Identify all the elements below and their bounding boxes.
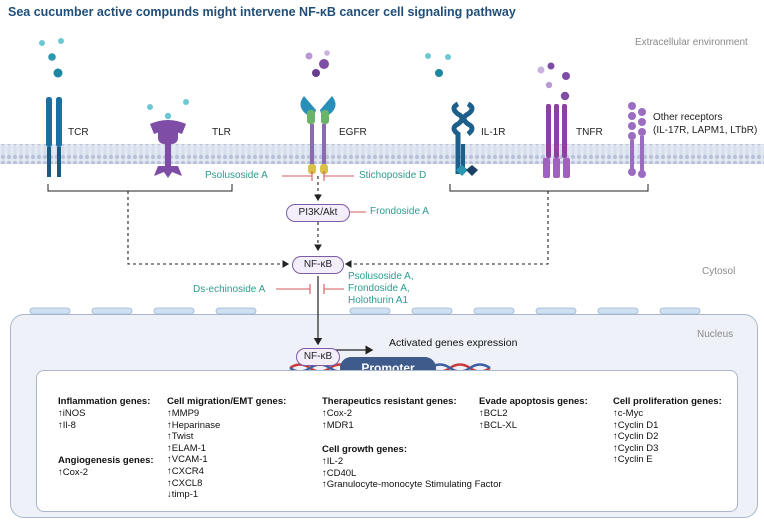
region-label-extracellular: Extracellular environment — [635, 37, 748, 48]
region-label-nucleus: Nucleus — [697, 329, 734, 340]
gene-item: ↑CXCR4 — [167, 465, 204, 477]
gene-item: ↑MMP9 — [167, 408, 200, 419]
growth-genes-list: ↑IL-2 ↑CD40L ↑Granulocyte-monocyte Stimu… — [322, 456, 502, 491]
gene-item: ↓timp-1 — [167, 489, 199, 501]
tnfr-label: TNFR — [576, 127, 603, 138]
gene-item: ↑Cox-2 — [322, 408, 353, 419]
compound-psolusoside-a: Psolusoside A — [205, 170, 268, 181]
left-receptor-bracket — [47, 184, 233, 192]
region-label-cytosol: Cytosol — [702, 266, 736, 277]
gene-item: ↑BCL2 — [479, 408, 508, 419]
apoptosis-genes-title: Evade apoptosis genes: — [479, 396, 588, 407]
gene-item: ↑VCAM-1 — [167, 454, 208, 466]
il1r-receptor-icon — [451, 101, 478, 176]
gene-item: ↑IL-2 — [322, 456, 344, 467]
other-receptors-label: Other receptors — [653, 112, 723, 123]
tlr-label: TLR — [212, 127, 231, 138]
compound-list-line-2: Frondoside A, — [348, 283, 410, 294]
proliferation-genes-title: Cell proliferation genes: — [613, 396, 722, 407]
angiogenesis-genes-list: ↑Cox-2 — [58, 467, 88, 479]
inflammation-genes-list: ↑iNOS ↑Il-8 — [58, 408, 85, 431]
apoptosis-genes-list: ↑BCL2 ↑BCL-XL — [479, 408, 517, 431]
compound-ds-echinoside-a: Ds-echinoside A — [193, 284, 266, 295]
activated-genes-label: Activated genes expression — [389, 337, 518, 349]
tcr-receptor-icon — [46, 97, 62, 177]
angiogenesis-genes-title: Angiogenesis genes: — [58, 455, 154, 466]
inflammation-genes-title: Inflammation genes: — [58, 396, 151, 407]
right-receptor-bracket — [449, 184, 649, 192]
il1r-label: IL-1R — [481, 127, 506, 138]
gene-item: ↑CD40L — [322, 467, 357, 479]
other-receptors-examples: (IL-17R, LAPM1, LTbR) — [653, 125, 758, 136]
egfr-label: EGFR — [339, 127, 367, 138]
gene-item: ↑c-Myc — [613, 408, 644, 419]
compound-list-line-3: Holothurin A1 — [348, 295, 409, 306]
gene-item: ↑Cyclin D1 — [613, 419, 659, 431]
gene-item: ↑Granulocyte-monocyte Stimulating Factor — [322, 479, 502, 491]
gene-item: ↑CXCL8 — [167, 477, 203, 489]
egfr-ligands-icon — [305, 50, 330, 77]
nfkb-node: NF-κB — [292, 256, 344, 274]
proliferation-genes-list: ↑c-Myc ↑Cyclin D1 ↑Cyclin D2 ↑Cyclin D3 … — [613, 408, 658, 466]
nuclear-envelope-pores — [29, 307, 701, 315]
other-receptors-icon — [628, 102, 646, 178]
right-to-nfkb-arrow — [344, 191, 549, 268]
compound-list-line-1: Psolusoside A, — [348, 271, 414, 282]
gene-item: ↑iNOS — [58, 408, 86, 419]
gene-item: ↑Heparinase — [167, 419, 221, 431]
gene-item: ↑Cyclin D2 — [613, 431, 659, 443]
plasma-membrane — [0, 144, 764, 164]
il1r-ligands-icon — [425, 53, 451, 77]
gene-item: ↑Cyclin E — [613, 454, 653, 466]
gene-item: ↑Cox-2 — [58, 467, 89, 478]
migration-genes-title: Cell migration/EMT genes: — [167, 396, 287, 407]
pi3k-akt-node: PI3K/Akt — [286, 204, 350, 222]
left-to-nfkb-arrow — [127, 191, 290, 268]
target-genes-panel — [36, 370, 738, 512]
tcr-ligands-icon — [39, 38, 64, 78]
tcr-label: TCR — [68, 127, 89, 138]
therapeutics-genes-list: ↑Cox-2 ↑MDR1 — [322, 408, 354, 431]
therapeutics-genes-title: Therapeutics resistant genes: — [322, 396, 457, 407]
compound-frondoside-a: Frondoside A — [370, 206, 429, 217]
tnfr-receptor-icon — [543, 104, 570, 178]
tnfr-ligands-icon — [537, 62, 570, 101]
tlr-ligands-icon — [147, 99, 189, 120]
gene-item: ↑ELAM-1 — [167, 442, 207, 454]
migration-genes-list: ↑MMP9 ↑Heparinase ↑Twist ↑ELAM-1 ↑VCAM-1… — [167, 408, 220, 501]
growth-genes-title: Cell growth genes: — [322, 444, 407, 455]
compound-stichoposide-d: Stichoposide D — [359, 170, 427, 181]
nfkb-nuclear-node: NF-κB — [296, 348, 340, 366]
gene-item: ↑Twist — [167, 431, 194, 443]
figure-title: Sea cucumber active compunds might inter… — [8, 5, 516, 19]
tlr-receptor-icon — [150, 120, 186, 178]
egfr-receptor-icon — [300, 96, 336, 174]
gene-item: ↑Il-8 — [58, 419, 76, 431]
gene-item: ↑Cyclin D3 — [613, 442, 659, 454]
gene-item: ↑BCL-XL — [479, 419, 518, 431]
gene-item: ↑MDR1 — [322, 419, 354, 431]
